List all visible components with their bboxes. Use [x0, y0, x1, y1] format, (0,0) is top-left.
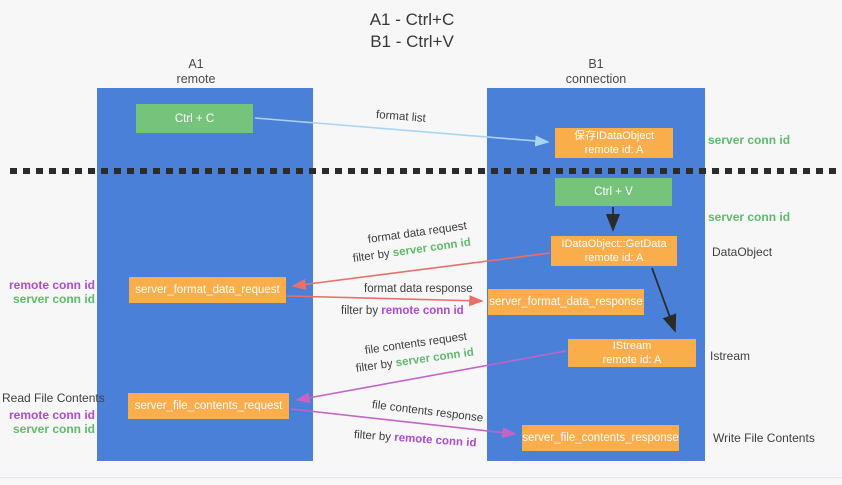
annotation-server-conn-id-2: server conn id	[12, 422, 95, 436]
node-ctrl-c: Ctrl + C	[136, 104, 253, 133]
node-ctrl-c-label: Ctrl + C	[174, 112, 215, 125]
node-save-idataobject: 保存IDataObject remote id: A	[555, 128, 673, 158]
filter-by-text: filter by	[341, 305, 379, 317]
format-list-arrow	[254, 117, 550, 147]
file-contents-request-arrow	[295, 350, 567, 404]
annotation-conn-id-pair-2: remote conn id server conn id	[0, 408, 95, 436]
annotation-write-file-contents: Write File Contents	[713, 431, 815, 445]
lifeline-header-b1: B1 connection	[526, 57, 666, 87]
node-server-file-contents-request: server_file_contents_request	[128, 393, 289, 419]
annotation-server-conn-id-mid: server conn id	[708, 210, 791, 224]
lifeline-header-a1: A1 remote	[126, 57, 266, 87]
node-save-idataobject-line2: remote id: A	[584, 144, 644, 156]
node-server-format-data-request-label: server_format_data_request	[135, 284, 280, 296]
node-getdata-line2: remote id: A	[584, 252, 644, 264]
remote-conn-id-text: remote conn id	[381, 305, 464, 317]
node-server-file-contents-response: server_file_contents_response	[522, 425, 679, 451]
node-server-format-data-response-label: server_format_data_response	[489, 296, 643, 308]
node-server-format-data-response: server_format_data_response	[488, 289, 644, 315]
annotation-remote-conn-id-2: remote conn id	[8, 408, 95, 422]
title-line-1: A1 - Ctrl+C	[369, 10, 455, 29]
lifeline-a1-name: A1	[188, 57, 204, 71]
getdata-to-istream-arrow	[651, 267, 677, 333]
lifeline-b1-subtitle: connection	[565, 72, 627, 86]
node-server-format-data-request: server_format_data_request	[129, 277, 286, 303]
format-data-request-arrow	[291, 252, 551, 290]
annotation-remote-conn-id-1: remote conn id	[8, 278, 95, 292]
node-ctrl-v-label: Ctrl + V	[594, 186, 633, 198]
diagram-title: A1 - Ctrl+C B1 - Ctrl+V	[0, 9, 824, 53]
lifeline-b1-name: B1	[588, 57, 604, 71]
node-istream: IStream remote id: A	[568, 339, 696, 367]
file-contents-response-arrow	[290, 408, 517, 439]
annotation-read-file-contents: Read File Contents	[2, 391, 105, 405]
annotation-istream: Istream	[710, 349, 751, 363]
node-getdata-line1: IDataObject::GetData	[561, 238, 667, 250]
format-data-response-arrow	[286, 295, 484, 307]
node-server-file-contents-request-label: server_file_contents_request	[134, 400, 283, 412]
annotation-conn-id-pair-1: remote conn id server conn id	[0, 278, 95, 306]
node-istream-line1: IStream	[612, 340, 652, 352]
format-data-response-label: format data response	[364, 283, 473, 295]
machine-boundary-dotted-line	[10, 168, 837, 174]
annotation-dataobject: DataObject	[712, 245, 773, 259]
node-idataobject-getdata: IDataObject::GetData remote id: A	[551, 236, 677, 266]
title-line-2: B1 - Ctrl+V	[370, 32, 454, 51]
page-bottom-divider	[0, 477, 842, 478]
annotation-server-conn-id-top: server conn id	[708, 133, 791, 147]
lifeline-a1-subtitle: remote	[176, 72, 216, 86]
node-save-idataobject-line1: 保存IDataObject	[573, 130, 655, 142]
node-server-file-contents-response-label: server_file_contents_response	[522, 432, 679, 444]
node-istream-line2: remote id: A	[602, 354, 662, 366]
node-ctrl-v: Ctrl + V	[555, 178, 672, 206]
filter-by-text: filter by	[353, 429, 392, 444]
annotation-server-conn-id-1: server conn id	[12, 292, 95, 306]
format-data-response-filter-label: filter by remote conn id	[341, 305, 464, 317]
